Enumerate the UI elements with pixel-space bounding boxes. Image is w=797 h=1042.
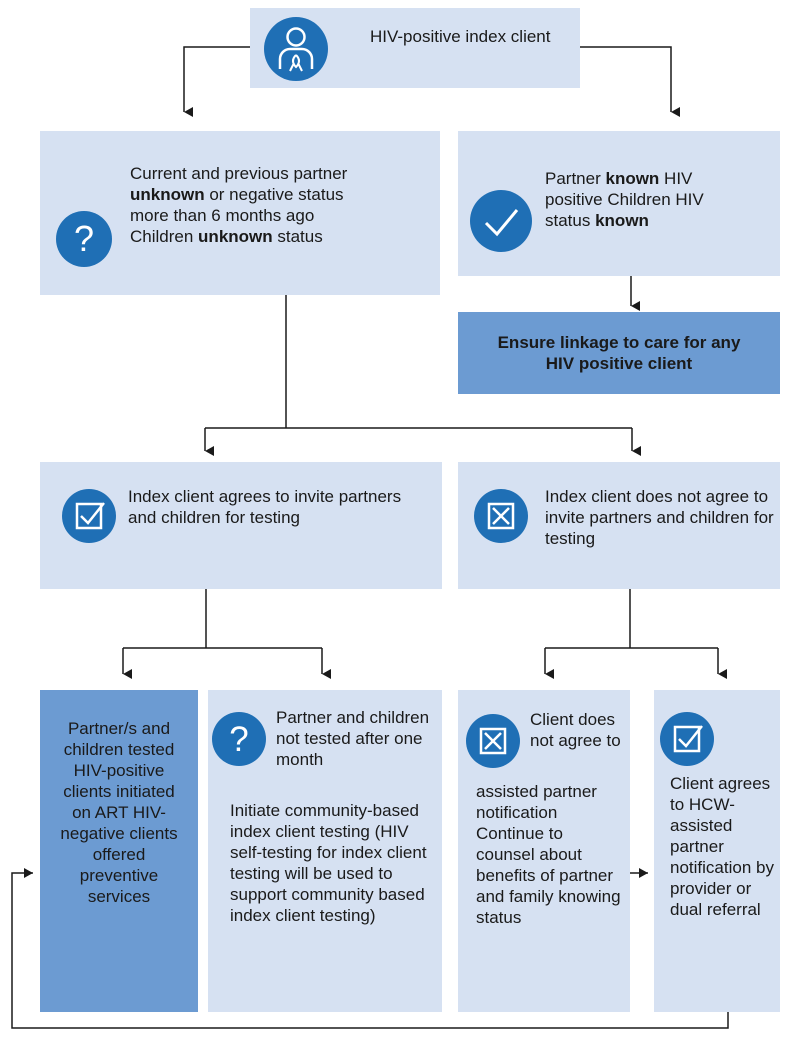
svg-text:?: ?: [229, 720, 248, 759]
unknown-status-text: Current and previous partner unknown or …: [130, 164, 348, 246]
client-not-agree-heading: Client does not agree to: [530, 710, 621, 750]
connector-top-left: [183, 46, 250, 117]
question-icon: ?: [212, 712, 266, 766]
checkbox-checked-icon: [660, 712, 714, 766]
index-client-label: HIV-positive index client: [370, 27, 551, 46]
unknown-status-box: [40, 131, 440, 295]
linkage-box: [458, 312, 780, 394]
linkage-text: Ensure linkage to care for any HIV posit…: [497, 333, 741, 373]
checkbox-x-icon: [466, 714, 520, 768]
not-tested-body: Initiate community-based index client te…: [230, 801, 427, 925]
check-circle-icon: [470, 190, 532, 252]
client-agrees-text: Client agrees to HCW-assisted partner no…: [670, 774, 774, 919]
not-agree-text: Index client does not agree to invite pa…: [545, 487, 774, 548]
tested-box: [40, 690, 198, 1012]
agree-text: Index client agrees to invite partners a…: [128, 487, 402, 527]
person-ribbon-icon: [264, 17, 328, 81]
svg-text:?: ?: [74, 218, 94, 259]
known-status-text: Partner known HIV positive Children HIV …: [545, 169, 704, 230]
tested-text: Partner/s and children tested HIV-positi…: [60, 719, 178, 906]
not-tested-heading: Partner and children not tested after on…: [276, 708, 430, 769]
connector-loop-back: [11, 868, 729, 1029]
question-icon: ?: [56, 211, 112, 267]
connector-top-right: [580, 46, 680, 117]
checkbox-checked-icon: [62, 489, 116, 543]
client-not-agree-body: assisted partner notification Continue t…: [476, 782, 621, 927]
checkbox-x-icon: [474, 489, 528, 543]
